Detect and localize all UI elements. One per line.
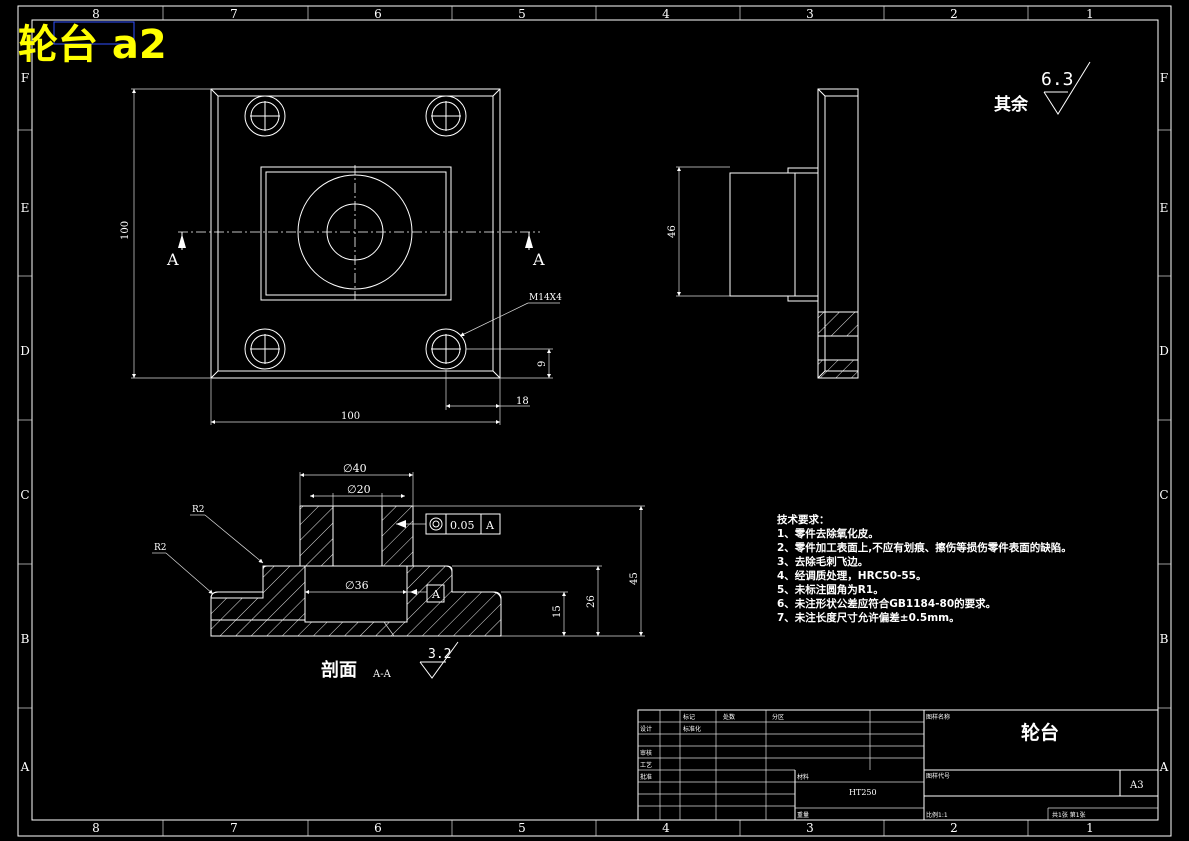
mounting-hole-tr xyxy=(425,95,467,137)
tech-req-item: 7、未注长度尺寸允许偏差±0.5mm。 xyxy=(777,611,960,624)
col-label-2: 2 xyxy=(950,7,958,21)
row-label-a-right: A xyxy=(1159,760,1169,774)
title-block-row-label: 审核 xyxy=(640,749,652,757)
weight-label: 重量 xyxy=(797,811,809,819)
dim-26: 26 xyxy=(586,595,597,608)
mounting-hole-br xyxy=(425,328,467,370)
col-label-4-bottom: 4 xyxy=(662,821,670,835)
roughness-note-prefix: 其余 xyxy=(994,94,1029,115)
row-label-f: F xyxy=(21,71,29,85)
row-label-e-right: E xyxy=(1160,201,1169,215)
row-label-a: A xyxy=(20,760,30,774)
col-label-7-bottom: 7 xyxy=(230,821,238,835)
col-label-5: 5 xyxy=(518,7,526,21)
part-name: 轮台 xyxy=(1021,721,1059,744)
title-block-header: 处数 xyxy=(723,713,735,721)
col-label-7: 7 xyxy=(230,7,238,21)
drawing-frame xyxy=(17,5,1172,837)
tech-req-item: 2、零件加工表面上,不应有划痕、擦伤等损伤零件表面的缺陷。 xyxy=(777,541,1072,554)
tech-req-item: 3、去除毛刺飞边。 xyxy=(777,555,868,568)
row-label-c: C xyxy=(20,488,29,502)
title-block-row-label: 工艺 xyxy=(640,761,652,769)
row-label-f-right: F xyxy=(1160,71,1168,85)
dim-15: 15 xyxy=(552,605,563,618)
title-block-row-label: 设计 xyxy=(640,725,652,733)
dim-45: 45 xyxy=(629,572,640,585)
dim-d40: ∅40 xyxy=(343,462,367,475)
dim-18: 18 xyxy=(516,396,529,407)
section-caption: 剖面 xyxy=(321,659,357,681)
tolerance-frame: 0.05 A xyxy=(396,513,501,535)
material-value: HT250 xyxy=(849,788,877,797)
tolerance-datum: A xyxy=(485,519,495,532)
zone-grid: 8 7 6 5 4 3 2 1 8 7 6 5 4 3 2 1 F E D C … xyxy=(18,6,1171,836)
tech-req-item: 1、零件去除氧化皮。 xyxy=(777,527,879,540)
datum-box: A xyxy=(431,588,441,601)
roughness-note: 其余 6.3 xyxy=(994,61,1091,115)
col-label-1-bottom: 1 xyxy=(1086,821,1094,835)
col-label-3: 3 xyxy=(806,7,814,21)
mounting-hole-tl xyxy=(244,95,286,137)
row-label-d-right: D xyxy=(1159,344,1169,358)
title-block-row-label: 批准 xyxy=(640,773,652,781)
side-view: 46 xyxy=(667,88,859,379)
row-label-c-right: C xyxy=(1159,488,1168,502)
section-marker-right: A xyxy=(532,250,545,269)
tech-requirements: 技术要求： 1、零件去除氧化皮。 2、零件加工表面上,不应有划痕、擦伤等损伤零件… xyxy=(777,513,1072,624)
section-view: ∅40 ∅20 ∅36 A R2 R2 0.05 A xyxy=(152,462,645,681)
thread-label: M14X4 xyxy=(529,293,562,303)
dim-d36: ∅36 xyxy=(345,579,369,592)
title-block-header: 标记 xyxy=(683,713,695,721)
title-block-header: 分区 xyxy=(772,713,784,721)
tech-req-item: 5、未标注圆角为R1。 xyxy=(777,583,884,596)
dim-d20: ∅20 xyxy=(347,483,371,496)
dim-height-100: 100 xyxy=(120,221,131,240)
title-block-cell: 标准化 xyxy=(683,725,701,733)
col-label-6-bottom: 6 xyxy=(374,821,382,835)
radius-label-lower: R2 xyxy=(154,543,167,553)
selection-box xyxy=(53,21,135,45)
col-label-1: 1 xyxy=(1086,7,1094,21)
sheet-label: 共1张 第1张 xyxy=(1052,811,1086,819)
col-label-6: 6 xyxy=(374,7,382,21)
row-label-b-right: B xyxy=(1160,632,1169,646)
material-label: 材料 xyxy=(797,773,809,781)
roughness-note-value: 6.3 xyxy=(1041,69,1074,90)
section-marker-left: A xyxy=(166,250,179,269)
col-label-2-bottom: 2 xyxy=(950,821,958,835)
name-label: 图样名称 xyxy=(926,713,950,721)
row-label-b: B xyxy=(21,632,30,646)
section-roughness: 3.2 xyxy=(428,647,451,662)
col-label-5-bottom: 5 xyxy=(518,821,526,835)
drawing-no-label: 图样代号 xyxy=(926,772,950,780)
tech-req-heading: 技术要求： xyxy=(777,513,830,526)
scale-label: 比例1:1 xyxy=(926,811,948,819)
tolerance-value: 0.05 xyxy=(450,519,475,532)
row-label-d: D xyxy=(20,344,30,358)
radius-label-upper: R2 xyxy=(192,505,205,515)
tech-req-item: 6、未注形状公差应符合GB1184-80的要求。 xyxy=(777,597,996,610)
section-caption-suffix: A-A xyxy=(372,669,392,680)
mounting-hole-bl xyxy=(244,328,286,370)
col-label-8: 8 xyxy=(92,7,100,21)
overlay-title: 轮台 a2 xyxy=(18,22,167,68)
title-block: 标记 处数 分区 设计 标准化 审核 工艺 批准 材料 图样名称 图样代号 重量… xyxy=(637,709,1159,821)
tech-req-item: 4、经调质处理，HRC50-55。 xyxy=(777,569,926,582)
top-view: A A 100 100 M14X4 9 18 xyxy=(120,88,562,425)
col-label-8-bottom: 8 xyxy=(92,821,100,835)
row-label-e: E xyxy=(21,201,30,215)
dim-9: 9 xyxy=(537,361,548,367)
col-label-3-bottom: 3 xyxy=(806,821,814,835)
col-label-4: 4 xyxy=(662,7,670,21)
sheet-size: A3 xyxy=(1129,780,1144,791)
dim-width-100: 100 xyxy=(341,411,360,422)
dim-46: 46 xyxy=(667,225,678,238)
